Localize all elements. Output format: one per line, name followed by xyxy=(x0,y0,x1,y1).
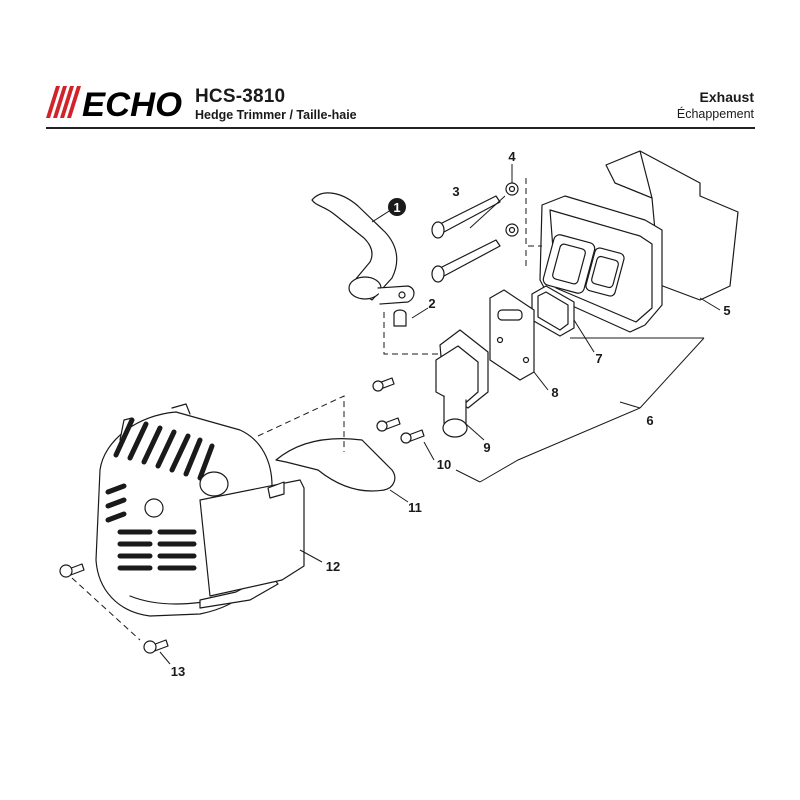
part-13-screws xyxy=(59,563,169,654)
part-2-screw xyxy=(393,309,407,327)
callout-13: 13 xyxy=(171,664,185,679)
part-10-screws xyxy=(372,377,425,444)
part-5-heat-shield xyxy=(605,150,739,301)
part-12-side-panel xyxy=(199,479,305,597)
callout-8: 8 xyxy=(551,385,558,400)
echo-logo-text: ECHO xyxy=(82,86,182,118)
part-3-long-bolts xyxy=(431,195,501,283)
model-number: HCS-3810 xyxy=(195,86,286,107)
callout-7: 7 xyxy=(595,351,602,366)
callout-2: 2 xyxy=(428,296,435,311)
echo-logo: ECHO xyxy=(46,86,182,118)
part-8-plate xyxy=(489,289,535,381)
callout-1: 1 xyxy=(393,200,400,215)
callout-3: 3 xyxy=(452,184,459,199)
part-9-exhaust-elbow xyxy=(435,329,489,438)
callout-9: 9 xyxy=(483,440,490,455)
callout-1-badge xyxy=(388,198,406,216)
section-subtitle: Échappement xyxy=(676,107,754,121)
header-divider xyxy=(46,127,755,129)
product-subtitle: Hedge Trimmer / Taille-haie xyxy=(195,108,357,122)
callout-5: 5 xyxy=(723,303,730,318)
part-1-exhaust-pipe xyxy=(311,192,415,305)
callout-10: 10 xyxy=(437,457,451,472)
muffler-body xyxy=(539,195,663,333)
callout-11: 11 xyxy=(408,500,422,515)
section-title: Exhaust xyxy=(699,89,754,105)
part-4-washers xyxy=(505,182,519,237)
part-11-deflector xyxy=(275,438,396,492)
callout-4: 4 xyxy=(508,149,516,164)
callout-6: 6 xyxy=(646,413,653,428)
callout-12: 12 xyxy=(326,559,340,574)
part-7-gasket xyxy=(531,285,575,337)
